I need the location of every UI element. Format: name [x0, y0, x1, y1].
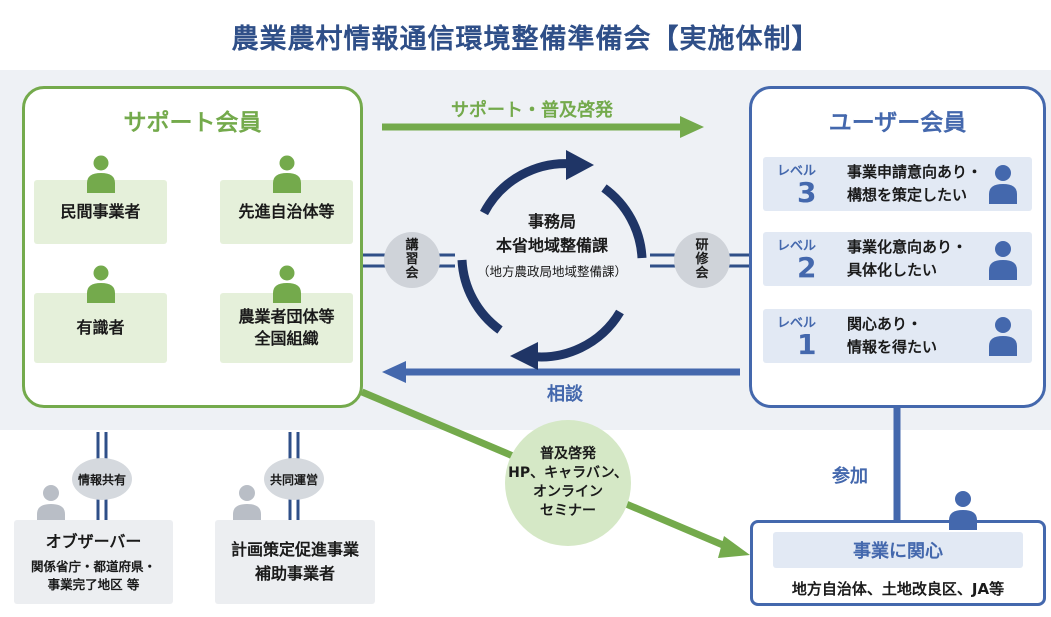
- level-tag: レベル: [777, 164, 817, 179]
- user-member-title: ユーザー会員: [828, 110, 967, 136]
- level-text: 関心あり・ 情報を得たい: [847, 315, 938, 356]
- consult-arrow: [382, 361, 740, 383]
- participate-label: 参加: [832, 466, 868, 487]
- support-member-title: サポート会員: [123, 110, 262, 136]
- info-share-badge: 情報共有: [72, 458, 132, 500]
- level-tag: レベル: [777, 316, 817, 331]
- observer-title: オブザーバー: [45, 532, 142, 551]
- interest-title: 事業に関心: [773, 532, 1023, 568]
- person-icon: [273, 265, 301, 303]
- level-2-box: レベル 2 事業化意向あり・ 具体化したい: [763, 232, 1032, 286]
- member-farmer-group: 農業者団体等 全国組織: [220, 293, 353, 363]
- cycle-arrowhead-top: [566, 150, 594, 180]
- page-title: 農業農村情報通信環境整備準備会【実施体制】: [231, 23, 820, 55]
- consult-arrow-label: 相談: [547, 384, 583, 405]
- person-icon: [989, 165, 1017, 204]
- person-icon: [87, 155, 115, 193]
- level-3-box: レベル 3 事業申請意向あり・ 構想を策定したい: [763, 157, 1032, 211]
- level-tag: レベル: [777, 239, 817, 254]
- person-icon: [233, 485, 261, 524]
- person-icon: [273, 155, 301, 193]
- person-icon: [989, 241, 1017, 280]
- person-icon: [949, 491, 977, 530]
- support-arrow: [382, 116, 704, 138]
- lecture-badge: 講 習 会: [384, 232, 440, 288]
- person-icon: [87, 265, 115, 303]
- support-arrow-label: サポート・普及啓発: [451, 100, 613, 121]
- interest-subtitle: 地方自治体、土地改良区、JA等: [791, 579, 1005, 598]
- member-label: 民間事業者: [60, 202, 141, 222]
- regional-dept-label: 本省地域整備課: [495, 236, 608, 255]
- joint-operator-box: 計画策定促進事業 補助事業者: [215, 520, 375, 604]
- cycle-arrowhead-bottom: [510, 342, 538, 370]
- member-expert: 有識者: [34, 293, 167, 363]
- training-badge: 研 修 会: [674, 232, 730, 288]
- level-number: 1: [797, 328, 817, 361]
- level-1-box: レベル 1 関心あり・ 情報を得たい: [763, 309, 1032, 363]
- level-text: 事業化意向あり・ 具体化したい: [847, 238, 968, 279]
- member-label: 先進自治体等: [238, 202, 335, 222]
- level-number: 2: [797, 251, 817, 284]
- joint-operation-badge: 共同運営: [264, 458, 324, 500]
- regional-bureau-label: （地方農政局地域整備課）: [476, 263, 627, 279]
- level-number: 3: [797, 176, 817, 209]
- member-label: 農業者団体等 全国組織: [238, 307, 335, 348]
- promotion-circle: 普及啓発 HP、キャラバン、 オンライン セミナー: [505, 420, 631, 546]
- cycle-arrows: [457, 159, 647, 362]
- person-icon: [989, 317, 1017, 356]
- observer-subtitle: 関係省庁・都道府県・ 事業完了地区 等: [30, 558, 156, 592]
- level-text: 事業申請意向あり・ 構想を策定したい: [847, 163, 983, 204]
- secretariat-label: 事務局: [527, 212, 576, 231]
- member-label: 有識者: [76, 318, 125, 338]
- person-icon: [37, 485, 65, 524]
- observer-box: オブザーバー 関係省庁・都道府県・ 事業完了地区 等: [14, 520, 173, 604]
